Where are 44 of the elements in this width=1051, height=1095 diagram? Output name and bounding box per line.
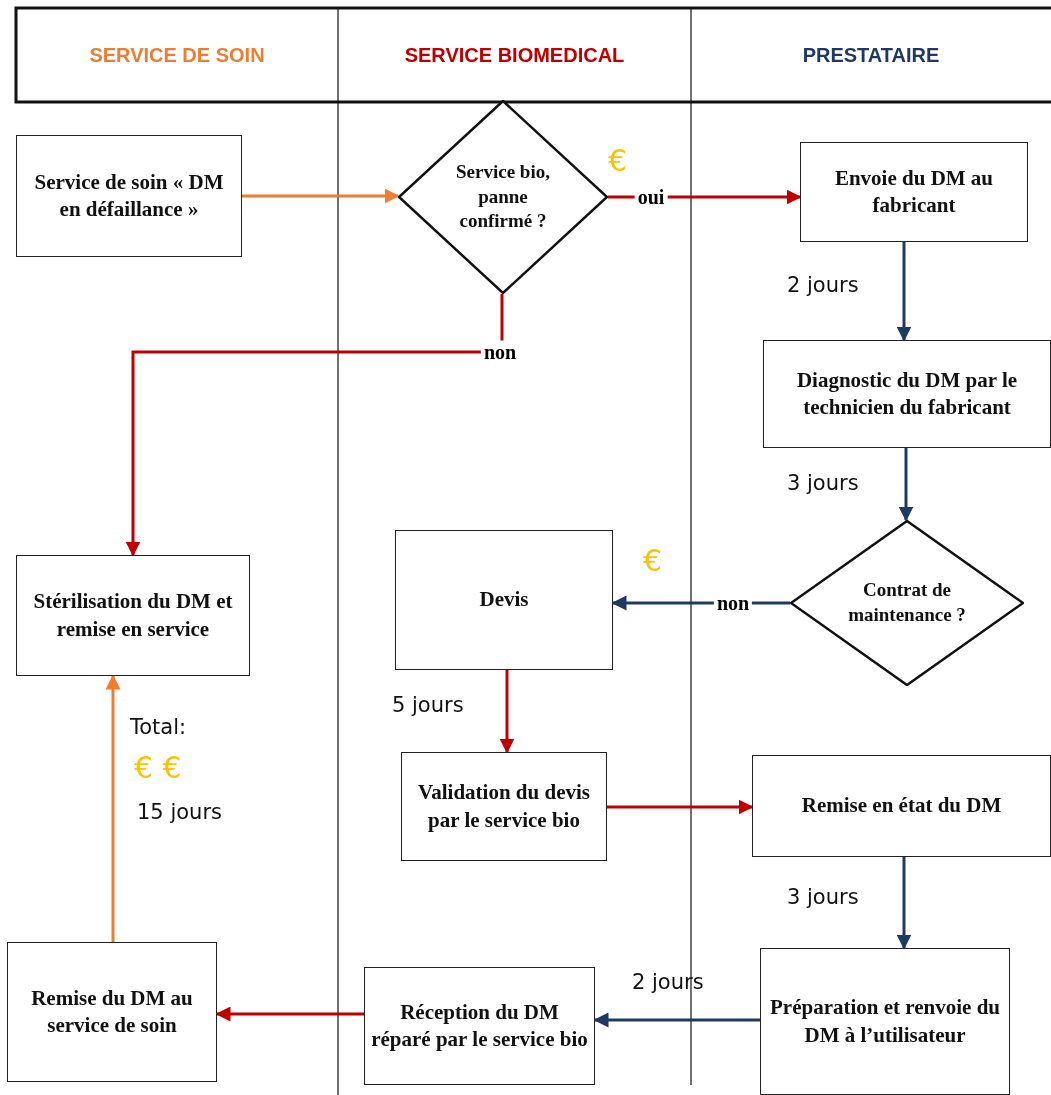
process-box <box>401 752 607 861</box>
cost-mark: € <box>643 543 663 578</box>
step-text: Contrat de maintenance ? <box>847 578 967 627</box>
arrow <box>499 670 515 754</box>
step-text: Réception du DM réparé par le service bio <box>371 998 588 1053</box>
step-text: Remise en état du DM <box>801 792 1002 820</box>
process-box <box>364 967 595 1085</box>
arrow <box>607 799 754 815</box>
duration-label: 5 jours <box>392 693 464 717</box>
duration-label: Total: <box>130 715 187 739</box>
process-box <box>395 530 613 670</box>
lane-title: SERVICE BIOMEDICAL <box>404 43 625 68</box>
arrow <box>593 1012 760 1028</box>
arrow <box>896 857 912 950</box>
duration-label: 3 jours <box>787 885 859 909</box>
cost-mark: € € <box>134 750 182 785</box>
process-box <box>800 142 1028 242</box>
process-box <box>16 135 242 257</box>
arrow <box>896 242 912 342</box>
step-text: Stérilisation du DM et remise en service <box>32 588 234 643</box>
arrow <box>125 294 504 557</box>
process-box <box>16 555 250 676</box>
step-text: Diagnostic du DM par le technicien du fabricant <box>795 366 1019 421</box>
process-box <box>752 755 1051 857</box>
process-box <box>763 340 1051 448</box>
cost-mark: € <box>608 143 628 178</box>
lane-title: PRESTATAIRE <box>802 43 940 68</box>
duration-label: 2 jours <box>787 273 859 297</box>
arrow <box>105 674 121 942</box>
process-box <box>7 942 217 1082</box>
duration-label: 3 jours <box>787 471 859 495</box>
step-text: Validation du devis par le service bio <box>417 779 591 834</box>
arrow <box>242 188 400 204</box>
step-text: Devis <box>479 586 529 614</box>
step-text: Service de soin « DM en défaillance » <box>33 168 225 223</box>
lane-title: SERVICE DE SOIN <box>89 43 265 68</box>
arrow <box>898 448 914 522</box>
step-text: Service bio, panne confirmé ? <box>455 159 551 234</box>
duration-label: 15 jours <box>137 800 222 824</box>
step-text: Préparation et renvoie du DM à l’utilisateur <box>769 994 1001 1049</box>
arrow <box>215 1006 364 1022</box>
process-box <box>760 948 1010 1095</box>
step-text: Envoie du DM au fabricant <box>833 164 995 219</box>
step-text: Remise du DM au service de soin <box>30 984 194 1039</box>
